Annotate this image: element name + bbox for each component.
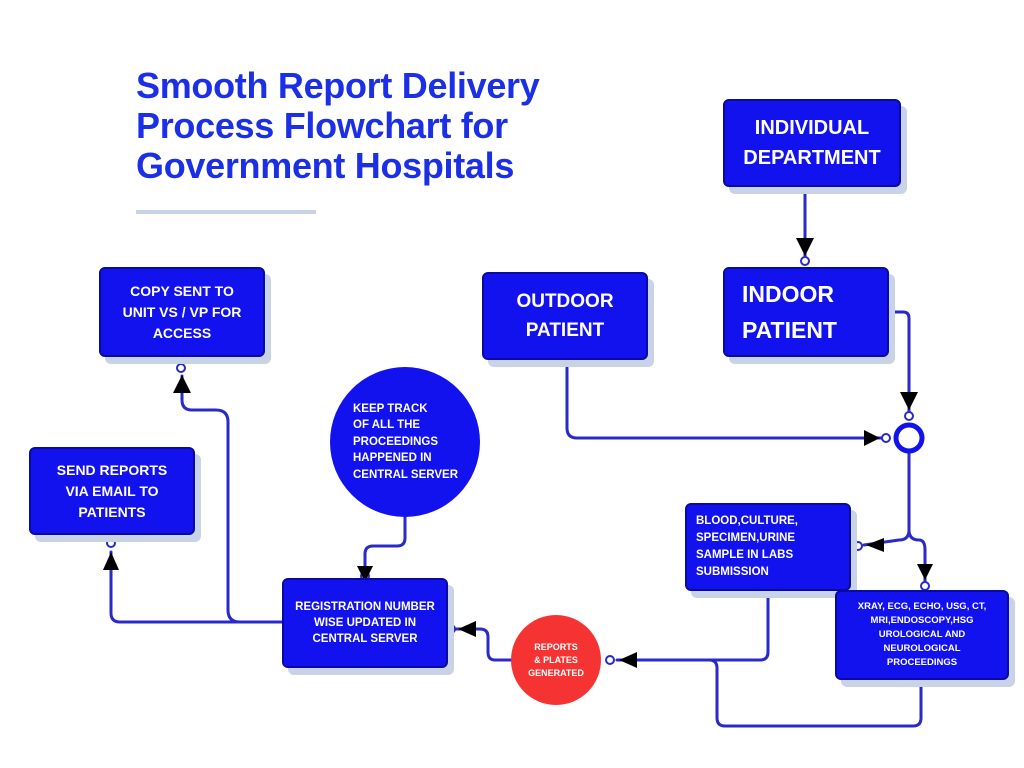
connector-endpoint xyxy=(446,624,456,634)
arrow-down-icon xyxy=(357,566,373,582)
arrow-down-icon xyxy=(796,238,814,256)
connector-reports-to-registration xyxy=(453,627,513,662)
connector-endpoint xyxy=(920,581,930,591)
connector-endpoint xyxy=(853,541,863,551)
arrow-right-icon xyxy=(864,430,880,446)
connector-xray-to-reports xyxy=(707,658,923,728)
copy-sent-node: COPY SENT TO UNIT VS / VP FOR ACCESS xyxy=(99,267,265,357)
arrow-left-icon xyxy=(458,621,476,637)
connector-outdoor-to-merge xyxy=(565,366,884,440)
arrow-down-icon xyxy=(917,564,933,580)
registration-update-node: REGISTRATION NUMBER WISE UPDATED IN CENT… xyxy=(282,578,448,668)
connector-endpoint xyxy=(881,433,891,443)
lab-sample-submission-node: BLOOD,CULTURE, SPECIMEN,URINE SAMPLE IN … xyxy=(685,503,851,591)
outdoor-patient-node: OUTDOOR PATIENT xyxy=(482,272,648,360)
arrow-up-icon xyxy=(173,375,191,393)
connector-blood-to-reports xyxy=(615,590,770,662)
arrow-down-icon xyxy=(900,392,918,410)
keep-track-node: KEEP TRACK OF ALL THE PROCEEDINGS HAPPEN… xyxy=(330,367,480,517)
merge-junction xyxy=(893,422,925,454)
reports-generated-node: REPORTS & PLATES GENERATED xyxy=(511,615,601,705)
indoor-patient-node: INDOOR PATIENT xyxy=(723,267,889,357)
send-reports-node: SEND REPORTS VIA EMAIL TO PATIENTS xyxy=(29,447,195,535)
arrow-left-icon xyxy=(619,652,637,668)
connector-merge-to-blood xyxy=(862,451,911,547)
arrow-left-icon xyxy=(866,538,884,552)
connector-endpoint xyxy=(904,411,914,421)
connector-registration-to-send xyxy=(109,550,284,624)
imaging-procedures-node: XRAY, ECG, ECHO, USG, CT, MRI,ENDOSCOPY,… xyxy=(835,590,1009,680)
arrow-up-icon xyxy=(103,552,119,570)
connector-keep-to-registration xyxy=(363,515,407,574)
connector-endpoint xyxy=(800,256,810,266)
individual-department-node: INDIVIDUAL DEPARTMENT xyxy=(723,99,901,187)
connector-indoor-to-merge xyxy=(887,310,911,414)
connector-registration-to-copy xyxy=(180,374,284,624)
connector-merge-to-xray xyxy=(907,528,927,585)
page-title: Smooth Report Delivery Process Flowchart… xyxy=(136,65,540,186)
connector-endpoint xyxy=(176,363,186,373)
connector-endpoint xyxy=(106,538,116,548)
title-underline xyxy=(136,210,316,214)
connector-endpoint xyxy=(605,655,615,665)
